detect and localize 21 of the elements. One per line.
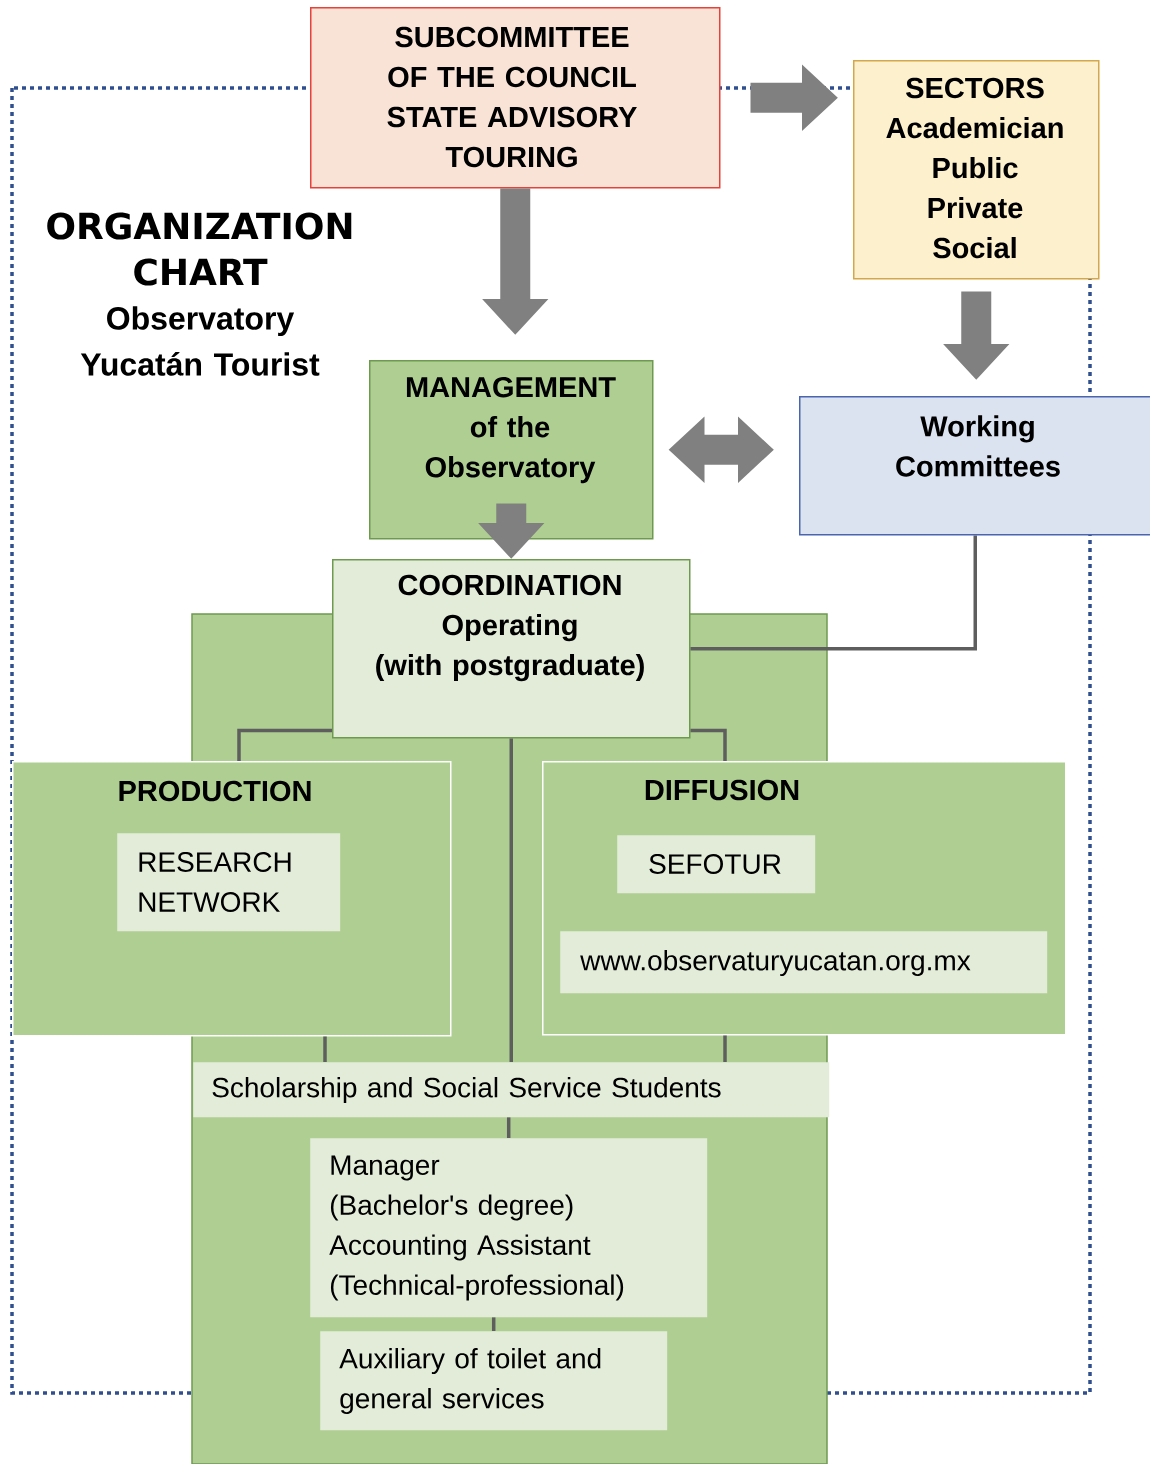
sectors-box: SECTORS Academician Public Private Social — [853, 60, 1100, 280]
coordination-box: COORDINATION Operating (with postgraduate) — [332, 559, 691, 739]
subtitle: Observatory Yucatán Tourist — [80, 306, 320, 376]
unit-box: RESEARCH NETWORK — [117, 833, 341, 932]
staff-box: Auxiliary of toilet and general services — [320, 1331, 668, 1431]
website-box: www.observaturyucatan.org.mx — [560, 931, 1048, 994]
connector-line — [509, 738, 513, 1062]
connector-line — [690, 728, 727, 761]
connector-line — [690, 535, 977, 651]
connector-line — [237, 728, 332, 761]
connector-line — [491, 1317, 496, 1331]
unit-box: SEFOTUR — [617, 835, 816, 894]
staff-box: Scholarship and Social Service Students — [193, 1062, 830, 1118]
management-box: MANAGEMENT of the Observatory — [369, 360, 654, 540]
committees-box: Working Committees — [799, 396, 1150, 536]
staff-box: Manager (Bachelor's degree) Accounting Assistant (Technical-professional) — [310, 1138, 708, 1318]
committee-box: SUBCOMMITTEE OF THE COUNCIL STATE ADVISORY TOURING — [310, 7, 721, 189]
connector-line — [506, 1117, 511, 1138]
connector-line — [323, 1036, 327, 1062]
connector-line — [723, 1035, 727, 1062]
chart-title: ORGANIZATION CHART — [47, 212, 352, 286]
